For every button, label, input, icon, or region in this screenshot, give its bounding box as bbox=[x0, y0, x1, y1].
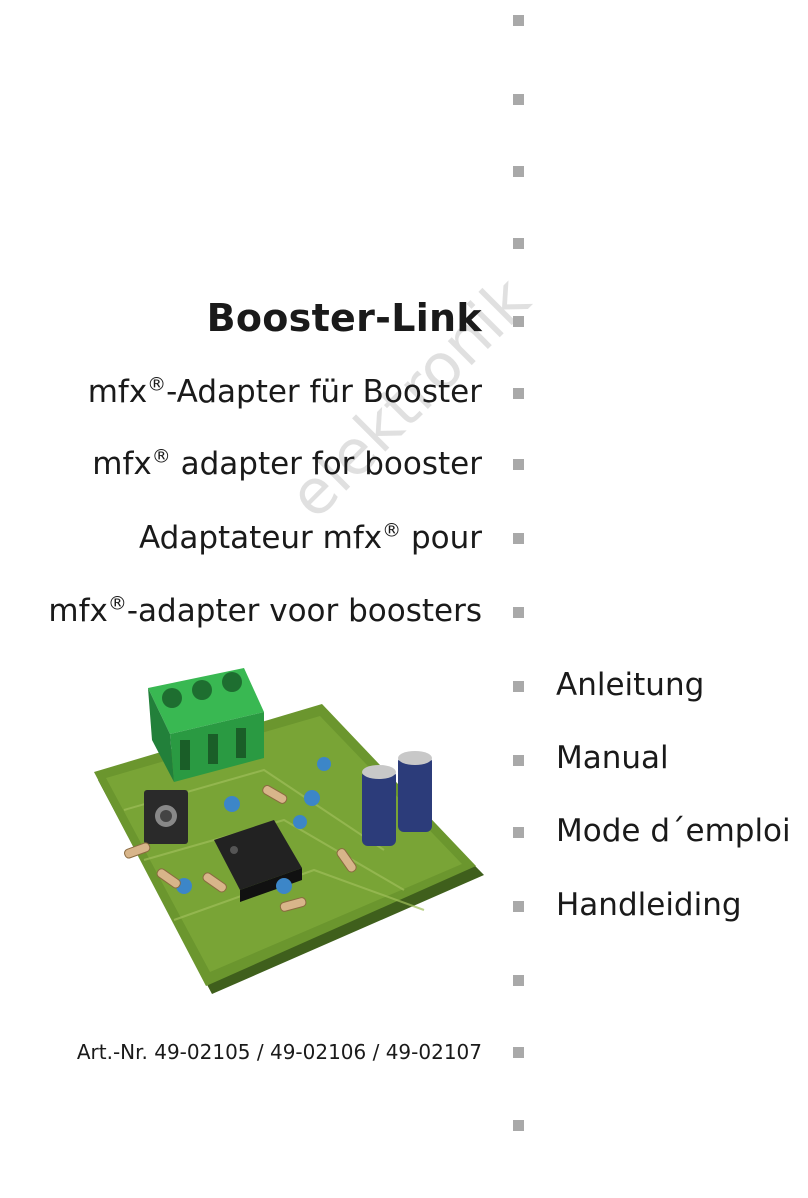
bullet-marker bbox=[513, 901, 524, 912]
bullet-marker bbox=[513, 533, 524, 544]
bullet-marker bbox=[513, 94, 524, 105]
bullet-marker bbox=[513, 1047, 524, 1058]
resistors bbox=[124, 785, 357, 912]
bullet-marker bbox=[513, 607, 524, 618]
ceramic-capacitors bbox=[176, 757, 331, 894]
subtitle-german: mfx®-Adapter für Booster bbox=[87, 373, 482, 410]
bullet-marker bbox=[513, 166, 524, 177]
bullet-marker bbox=[513, 1120, 524, 1131]
manual-label-english: Manual bbox=[556, 740, 669, 776]
screw-terminal bbox=[148, 668, 264, 782]
bullet-marker bbox=[513, 681, 524, 692]
bullet-marker bbox=[513, 238, 524, 249]
subtitle-dutch: mfx®-adapter voor boosters bbox=[48, 592, 482, 629]
ic-chip bbox=[214, 820, 302, 902]
article-number: Art.-Nr. 49-02105 / 49-02106 / 49-02107 bbox=[76, 1040, 482, 1064]
bullet-marker bbox=[513, 459, 524, 470]
bullet-marker bbox=[513, 827, 524, 838]
voltage-regulator bbox=[144, 790, 188, 844]
bullet-marker bbox=[513, 975, 524, 986]
bullet-marker bbox=[513, 15, 524, 26]
pcb-product-image bbox=[94, 668, 484, 994]
manual-label-german: Anleitung bbox=[556, 667, 705, 703]
manual-label-dutch: Handleiding bbox=[556, 887, 742, 923]
product-title: Booster-Link bbox=[206, 296, 482, 340]
bullet-marker bbox=[513, 388, 524, 399]
bullet-marker bbox=[513, 316, 524, 327]
subtitle-french: Adaptateur mfx® pour bbox=[139, 519, 482, 556]
bullet-marker bbox=[513, 755, 524, 766]
electrolytic-capacitors bbox=[362, 751, 432, 846]
subtitle-english: mfx® adapter for booster bbox=[92, 445, 482, 482]
manual-label-french: Mode d´emploi bbox=[556, 813, 791, 849]
